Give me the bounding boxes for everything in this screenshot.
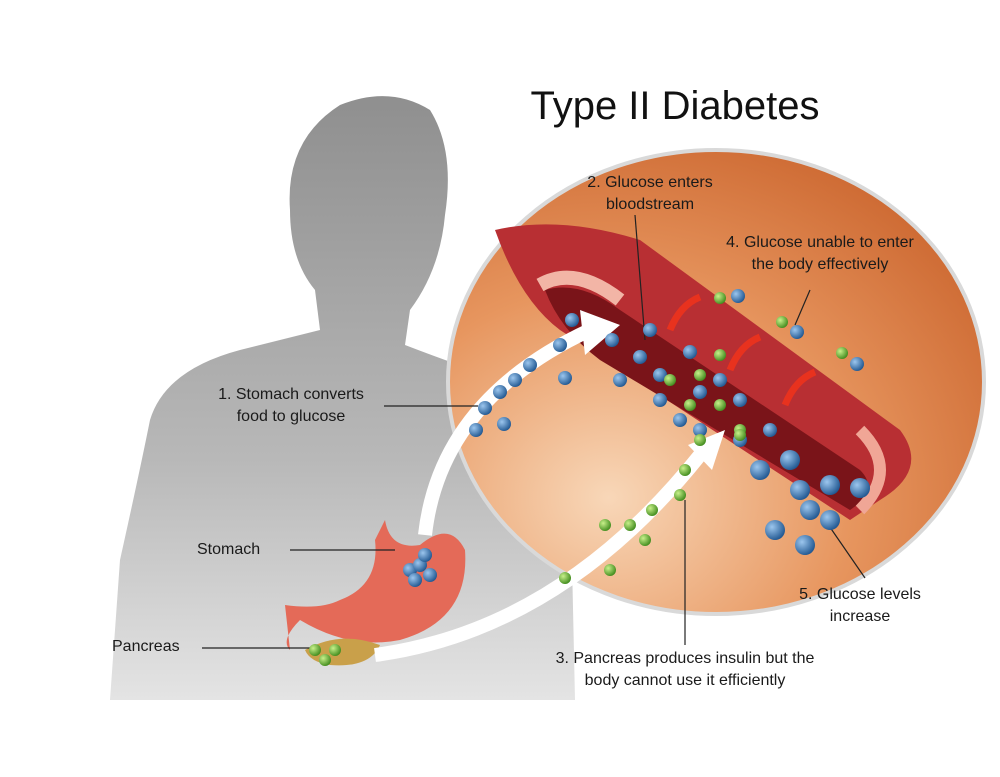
glucose-molecule (731, 289, 745, 303)
glucose-molecule (469, 423, 483, 437)
glucose-molecule (850, 357, 864, 371)
glucose-molecule (820, 510, 840, 530)
glucose-molecule (693, 423, 707, 437)
red-arrows (666, 293, 817, 407)
glucose-molecule (558, 371, 572, 385)
label-pancreas: Pancreas (112, 638, 180, 655)
glucose-molecule (765, 520, 785, 540)
glucose-molecule (713, 373, 727, 387)
insulin-molecule (714, 399, 726, 411)
glucose-molecule (820, 475, 840, 495)
insulin-molecule (714, 349, 726, 361)
insulin-molecule (309, 644, 321, 656)
leader-lines (202, 214, 866, 649)
glucose-molecule (508, 373, 522, 387)
glucose-molecule (565, 313, 579, 327)
label-line: increase (829, 608, 891, 625)
label-step1: 1. Stomach converts food to glucose (196, 384, 386, 428)
insulin-molecule (684, 399, 696, 411)
glucose-molecule (763, 423, 777, 437)
insulin-molecule (836, 347, 848, 359)
glucose-molecule (497, 417, 511, 431)
glucose-molecule (733, 393, 747, 407)
label-line: 2. Glucose enters (587, 174, 713, 191)
glucose-molecule (553, 338, 567, 352)
insulin-molecule (639, 534, 651, 546)
label-line: body cannot use it efficiently (584, 672, 786, 689)
label-line: 5. Glucose levels (799, 586, 921, 603)
insulin-molecule (694, 369, 706, 381)
insulin-molecule (604, 564, 616, 576)
glucose-molecule (478, 401, 492, 415)
glucose-molecule (780, 450, 800, 470)
glucose-molecule (523, 358, 537, 372)
label-line: 1. Stomach converts (218, 386, 364, 403)
glucose-molecule (693, 385, 707, 399)
glucose-molecule (605, 333, 619, 347)
insulin-molecule (674, 489, 686, 501)
label-line: the body effectively (751, 256, 889, 273)
insulin-molecule (679, 464, 691, 476)
glucose-molecule (633, 350, 647, 364)
insulin-molecule (646, 504, 658, 516)
glucose-molecule (683, 345, 697, 359)
insulin-molecule (559, 572, 571, 584)
insulin-molecule (599, 519, 611, 531)
glucose-molecule (750, 460, 770, 480)
glucose-molecule (795, 535, 815, 555)
glucose-molecule (653, 393, 667, 407)
insulin-molecule (624, 519, 636, 531)
insulin-molecule (694, 434, 706, 446)
insulin-molecule (734, 429, 746, 441)
glucose-molecule (493, 385, 507, 399)
glucose-molecule (800, 500, 820, 520)
glucose-molecule (408, 573, 422, 587)
glucose-molecule (673, 413, 687, 427)
page-title: Type II Diabetes (530, 84, 820, 128)
glucose-molecule (850, 478, 870, 498)
insulin-molecule (714, 292, 726, 304)
label-step4: 4. Glucose unable to enter the body effec… (700, 232, 940, 276)
label-step2: 2. Glucose enters bloodstream (560, 172, 740, 216)
glucose-molecule (790, 480, 810, 500)
insulin-molecule (776, 316, 788, 328)
label-line: 4. Glucose unable to enter (726, 234, 914, 251)
label-step3: 3. Pancreas produces insulin but the body… (525, 648, 845, 692)
label-stomach: Stomach (197, 541, 261, 558)
insulin-molecule (329, 644, 341, 656)
glucose-molecule (790, 325, 804, 339)
glucose-molecule (418, 548, 432, 562)
glucose-molecule (613, 373, 627, 387)
label-step5: 5. Glucose levels increase (780, 584, 940, 628)
insulin-molecule (319, 654, 331, 666)
label-line: 3. Pancreas produces insulin but the (555, 650, 815, 667)
glucose-molecule (653, 368, 667, 382)
insulin-molecule (664, 374, 676, 386)
label-line: food to glucose (236, 408, 346, 425)
label-line: bloodstream (605, 196, 695, 213)
glucose-molecule (423, 568, 437, 582)
glucose-molecule (643, 323, 657, 337)
